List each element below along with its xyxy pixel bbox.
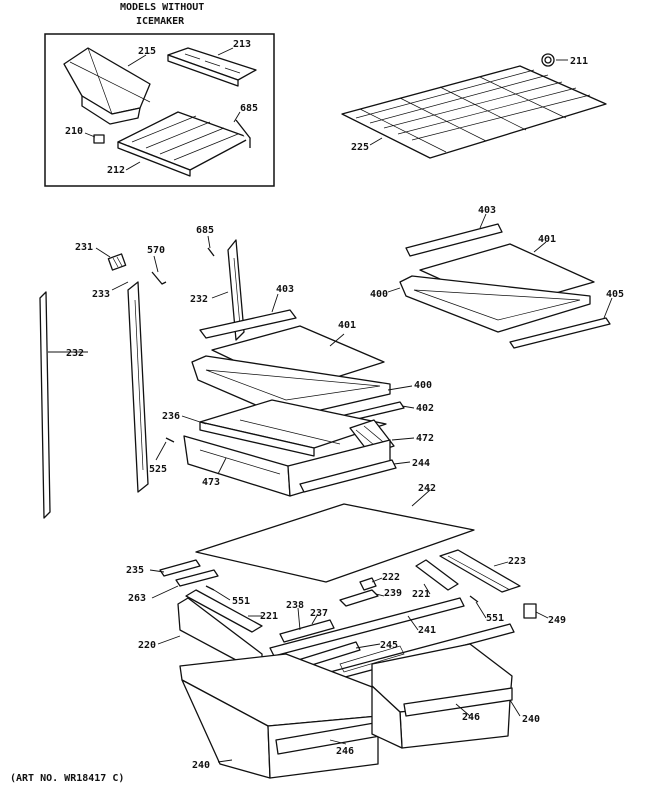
part-right-cover-support [439,549,521,593]
callout-240-right: 240 [522,714,540,725]
callout-403-right: 403 [478,205,496,216]
part-left-pan-rail [185,589,263,633]
part-right-shelf-rear-trim [509,317,611,349]
part-center-shelf-frame [191,355,391,419]
callout-232-left: 232 [66,348,84,359]
callout-242: 242 [418,483,436,494]
callout-402: 402 [416,403,434,414]
callout-246-right: 246 [462,712,480,723]
part-right-clip-249 [523,603,537,619]
callout-240-left: 240 [192,760,210,771]
callout-212: 212 [107,165,125,176]
callout-231: 231 [75,242,93,253]
part-upper-ladder-rail [227,239,245,341]
part-front-cover-rail [269,597,465,657]
callout-233: 233 [92,289,110,300]
callout-225: 225 [351,142,369,153]
callout-221-left: 221 [260,611,278,622]
callout-215: 215 [138,46,156,57]
part-screw-685 [207,247,215,257]
part-left-cover-support [159,559,219,587]
callout-551-left: 551 [232,596,250,607]
callout-249: 249 [548,615,566,626]
callout-210: 210 [65,126,83,137]
part-screw-570 [151,271,167,285]
callout-211: 211 [570,56,588,67]
callout-239: 239 [384,588,402,599]
part-shelf-clip [93,134,105,144]
part-ice-bucket [63,47,151,125]
callout-570: 570 [147,245,165,256]
callout-213: 213 [233,39,251,50]
callout-236: 236 [162,411,180,422]
callout-246-left: 246 [336,746,354,757]
callout-403: 403 [276,284,294,295]
callout-400-right: 400 [370,289,388,300]
part-right-shelf-frame [399,275,591,333]
part-left-side-rail [39,291,51,519]
part-shelf-bumper [107,253,127,271]
callout-223: 223 [508,556,526,567]
callout-685: 685 [240,103,258,114]
callout-222: 222 [382,572,400,583]
part-center-ladder-rail [127,281,149,493]
part-ice-tray [167,47,257,87]
part-wire-shelf [341,65,607,159]
part-crisper-cover-glass [195,503,475,583]
callout-241: 241 [418,625,436,636]
part-divider-support [339,577,379,607]
part-right-crisper-drawer [371,643,513,749]
part-screw-551-right [469,595,479,603]
callout-400: 400 [414,380,432,391]
header-line1: MODELS WITHOUT [120,2,204,13]
callout-685-b: 685 [196,225,214,236]
callout-245: 245 [380,640,398,651]
callout-263: 263 [128,593,146,604]
inset-frame [44,33,275,187]
callout-472: 472 [416,433,434,444]
header-line2: ICEMAKER [136,16,185,27]
callout-401: 401 [338,320,356,331]
part-pan-front-rail [299,459,397,493]
callout-221-right: 221 [412,589,430,600]
part-pan-cover-frame [199,399,387,457]
part-center-shelf-front-trim [199,309,297,339]
part-shelf-stop [541,53,555,67]
callout-238: 238 [286,600,304,611]
callout-473: 473 [202,477,220,488]
part-right-pan-rail [415,559,459,591]
callout-401-right: 401 [538,234,556,245]
callout-232-upper: 232 [190,294,208,305]
callout-244: 244 [412,458,430,469]
part-ice-shelf [117,111,251,177]
callout-235: 235 [126,565,144,576]
part-screw-525 [165,437,175,443]
part-left-crisper-drawer [179,653,381,779]
callout-237: 237 [310,608,328,619]
models-without-icemaker-inset: 215 213 685 210 212 [44,33,275,187]
callout-551-right: 551 [486,613,504,624]
callout-220: 220 [138,640,156,651]
part-right-shelf-front-trim [405,223,503,257]
callout-405: 405 [606,289,624,300]
callout-525: 525 [149,464,167,475]
art-number: (ART NO. WR18417 C) [10,773,124,784]
part-screw-551-left [205,585,215,591]
